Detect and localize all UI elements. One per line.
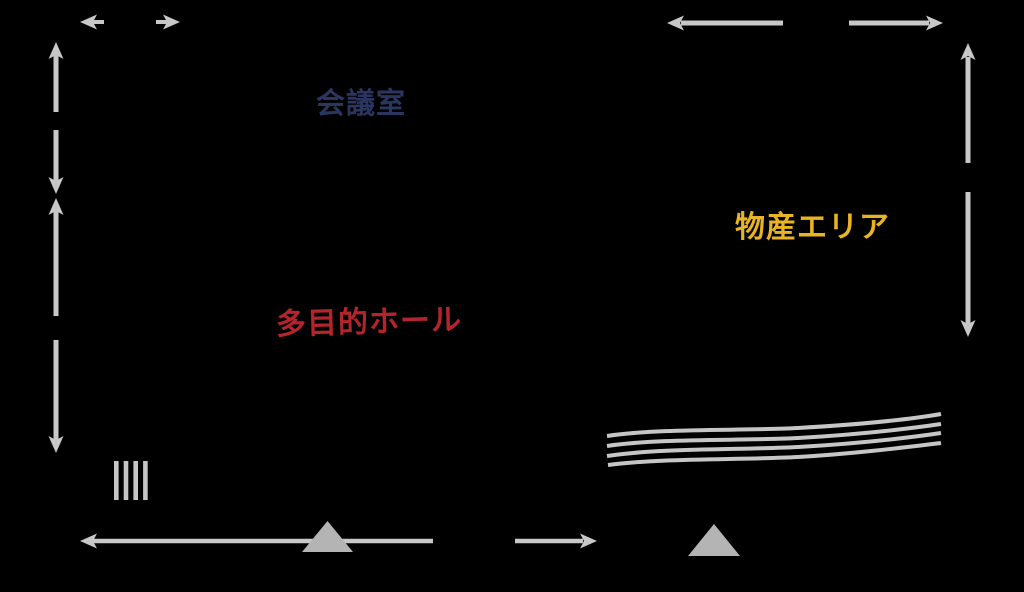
entrance-triangle-icon — [688, 524, 740, 556]
arrowhead-right-icon — [580, 533, 597, 549]
arrowhead-down-icon — [48, 436, 64, 453]
dimension-arrow-shafts — [53, 20, 971, 544]
entrance-triangle-icon — [302, 521, 353, 552]
arrowhead-left-icon — [80, 14, 97, 30]
dimension-arrow-heads — [48, 14, 976, 549]
entrance-triangles — [302, 521, 740, 556]
wave-line — [607, 441, 942, 467]
arrowhead-right-icon — [163, 14, 180, 30]
arrowhead-up-icon — [48, 198, 64, 215]
wavy-path-lines — [606, 412, 942, 467]
stairs-hatch — [114, 461, 148, 500]
wave-line — [606, 422, 942, 448]
stair-bar — [133, 461, 138, 500]
arrowhead-up-icon — [48, 42, 64, 59]
label-meeting-room: 会議室 — [316, 88, 407, 120]
arrowhead-down-icon — [48, 177, 64, 194]
arrowhead-left-icon — [80, 533, 97, 549]
stair-bar — [114, 461, 119, 500]
label-multipurpose-hall: 多目的ホール — [275, 303, 463, 342]
arrowhead-left-icon — [667, 15, 684, 31]
arrowhead-up-icon — [960, 43, 976, 60]
stair-bar — [123, 461, 129, 500]
wave-line — [606, 412, 942, 438]
label-products-area: 物産エリア — [735, 211, 890, 244]
wave-line — [606, 431, 942, 458]
arrowhead-right-icon — [926, 15, 943, 31]
stair-bar — [143, 461, 148, 500]
arrowhead-down-icon — [960, 320, 976, 337]
